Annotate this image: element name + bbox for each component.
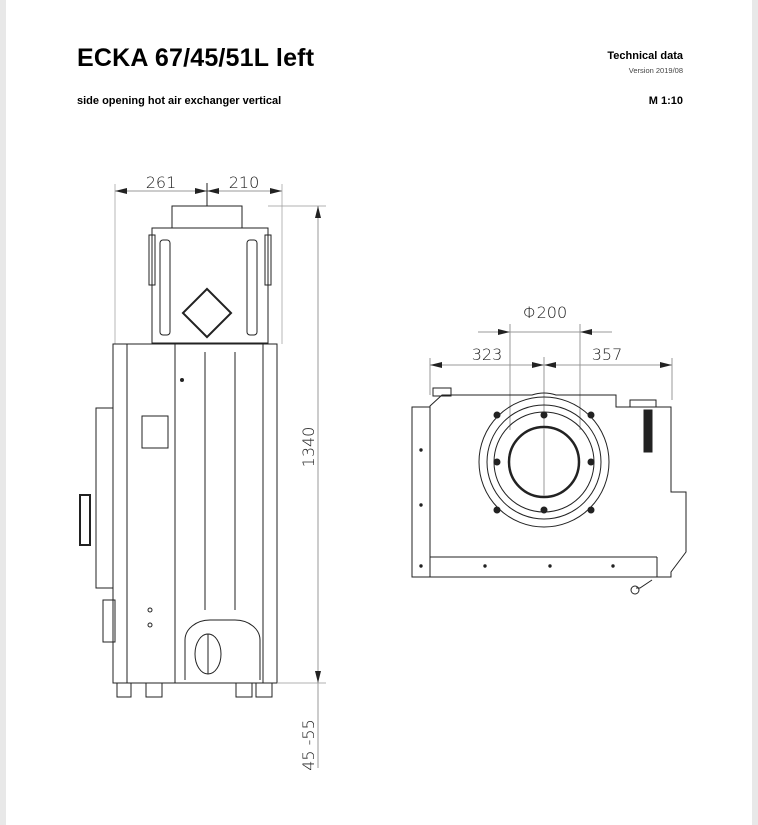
version-label: Version 2019/08	[628, 66, 683, 75]
page-title: ECKA 67/45/51L left	[77, 44, 315, 72]
front-view	[79, 183, 326, 768]
dim-210: 210	[229, 173, 260, 192]
page-edge-left	[0, 0, 6, 825]
scale-label: M 1:10	[648, 95, 683, 107]
dim-feet: 45 -55	[299, 719, 318, 771]
page-subtitle: side opening hot air exchanger vertical	[77, 95, 282, 107]
dim-357: 357	[592, 345, 623, 364]
section-label: Technical data	[607, 50, 683, 62]
page-edge-right	[752, 0, 758, 825]
dim-1340: 1340	[299, 427, 318, 468]
dim-diameter: Φ200	[523, 303, 567, 322]
dim-323: 323	[472, 345, 503, 364]
dim-261: 261	[146, 173, 177, 192]
side-view	[411, 324, 687, 595]
